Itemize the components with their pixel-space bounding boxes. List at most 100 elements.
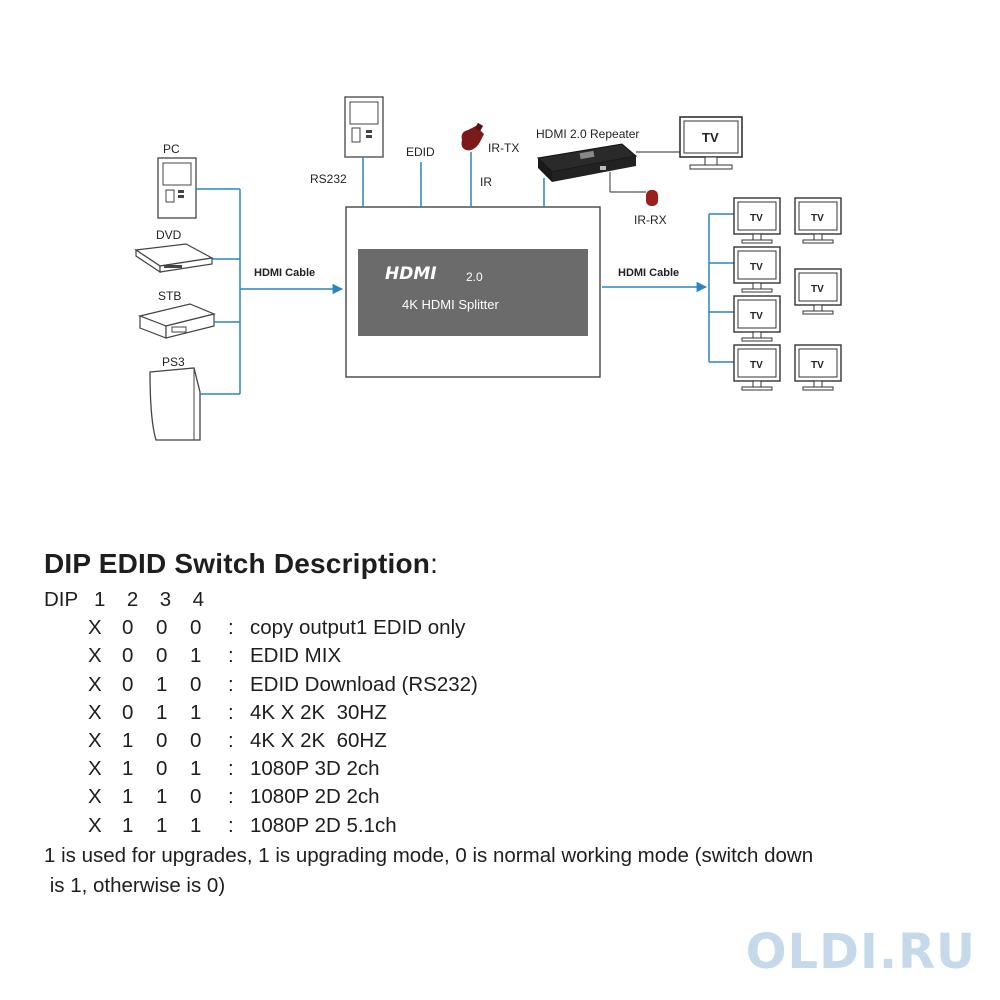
dip-bit: 1 <box>190 700 202 724</box>
dip-bit: X <box>88 644 102 668</box>
dip-bit: X <box>88 672 102 696</box>
dip-bit: X <box>88 813 102 837</box>
dvd-player-icon <box>134 243 214 274</box>
dip-setting-text: 4K X 2K 30HZ <box>250 700 387 724</box>
dip-bit: 0 <box>190 616 202 640</box>
source-label-dvd: DVD <box>156 228 182 242</box>
dip-bit: X <box>88 729 102 753</box>
tv-label-6: TV <box>750 360 763 371</box>
set-top-box-icon <box>137 303 216 339</box>
dip-bit: 0 <box>190 785 202 809</box>
source-label-pc: PC <box>163 142 180 156</box>
dip-setting-text: 4K X 2K 60HZ <box>250 729 387 753</box>
tv-label-3: TV <box>750 262 763 273</box>
dip-bit: X <box>88 785 102 809</box>
dip-header-numbers: 1 2 3 4 <box>94 588 204 611</box>
dip-bit: X <box>88 757 102 781</box>
dip-bit: 1 <box>122 757 134 781</box>
dip-header-row: DIP 1 2 3 4 <box>44 586 944 614</box>
dip-bit: X <box>88 616 102 640</box>
tv-label-2: TV <box>811 213 824 224</box>
hdmi-cable-label-input: HDMI Cable <box>254 267 315 279</box>
ir-receiver-icon <box>646 190 658 206</box>
source-label-stb: STB <box>158 289 181 303</box>
input-cable-bus <box>196 188 344 395</box>
source-label-ps3: PS3 <box>162 355 185 369</box>
splitter-name: 4K HDMI Splitter <box>402 297 499 312</box>
output-cable-bus <box>602 213 734 363</box>
dip-bit: 1 <box>190 644 202 668</box>
hdmi-repeater-device <box>536 143 638 182</box>
dip-bit: 0 <box>156 644 168 668</box>
dip-setting-text: 1080P 2D 2ch <box>250 785 380 809</box>
dip-bit: 1 <box>122 785 134 809</box>
splitter-version: 2.0 <box>466 270 483 284</box>
dip-bit: 0 <box>156 757 168 781</box>
dip-separator: : <box>228 813 234 837</box>
dip-bit: 1 <box>122 813 134 837</box>
dip-bit: 1 <box>156 700 168 724</box>
dip-separator: : <box>228 672 234 696</box>
dip-bit: 0 <box>122 616 134 640</box>
dip-setting-text: 1080P 3D 2ch <box>250 757 380 781</box>
hdmi-splitter-device <box>345 206 601 378</box>
dip-bit: 1 <box>190 757 202 781</box>
dip-bit: 0 <box>122 644 134 668</box>
dip-switch-description: DIP EDID Switch Description: DIP 1 2 3 4… <box>44 548 944 900</box>
dip-bit: 0 <box>190 729 202 753</box>
ps3-console-icon <box>149 367 201 441</box>
dip-setting-text: EDID Download (RS232) <box>250 672 478 696</box>
dip-header-label: DIP <box>44 588 79 611</box>
dip-bit: 0 <box>122 700 134 724</box>
rs232-computer-icon <box>344 96 384 158</box>
dip-bit: 0 <box>156 729 168 753</box>
edid-label: EDID <box>406 145 435 159</box>
dip-separator: : <box>228 616 234 640</box>
dip-bit: 0 <box>190 672 202 696</box>
description-title: DIP EDID Switch Description: <box>44 548 439 579</box>
upgrade-note-line-2: is 1, otherwise is 0) <box>44 873 226 897</box>
dip-bit: 1 <box>190 813 202 837</box>
repeater-tv-icon <box>679 116 743 170</box>
dip-setting-text: 1080P 2D 5.1ch <box>250 813 397 837</box>
dip-setting-text: EDID MIX <box>250 644 342 668</box>
dip-separator: : <box>228 729 234 753</box>
dip-separator: : <box>228 785 234 809</box>
dip-bit: 1 <box>156 672 168 696</box>
dip-separator: : <box>228 644 234 668</box>
upgrade-note-line-1: 1 is used for upgrades, 1 is upgrading m… <box>44 843 814 867</box>
tv-label-7: TV <box>811 360 824 371</box>
connection-diagram: PC DVD STB PS3 HDMI Cable HDMI 2.0 4K HD… <box>134 96 842 441</box>
tv-label-1: TV <box>750 213 763 224</box>
dip-bit: 0 <box>156 616 168 640</box>
ir-transmitter-icon <box>461 122 484 151</box>
hdmi-logo: HDMI <box>385 264 437 284</box>
ir-tx-label: IR-TX <box>488 141 519 155</box>
dip-bit: 1 <box>156 813 168 837</box>
dip-separator: : <box>228 757 234 781</box>
dip-bit: 1 <box>122 729 134 753</box>
repeater-label: HDMI 2.0 Repeater <box>536 127 639 141</box>
tv-label-4: TV <box>811 284 824 295</box>
dip-separator: : <box>228 700 234 724</box>
hdmi-cable-label-output: HDMI Cable <box>618 267 679 279</box>
ir-label: IR <box>480 175 492 189</box>
watermark-logo: OLDI.RU <box>745 924 976 980</box>
dip-bit: X <box>88 700 102 724</box>
